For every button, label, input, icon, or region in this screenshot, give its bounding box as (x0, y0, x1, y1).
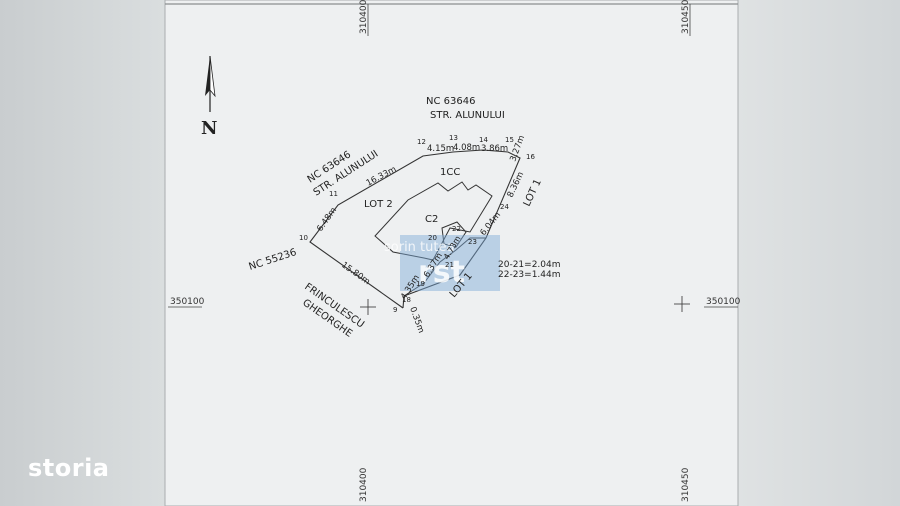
grid-cross-right (674, 296, 690, 312)
point-15: 15 (505, 136, 514, 144)
point-13: 13 (449, 134, 458, 142)
lot2-label: LOT 2 (364, 199, 393, 210)
distance-13-14: 4.08m (453, 143, 480, 153)
point-14: 14 (479, 136, 488, 144)
grid-x-label-top-right: 310450 (681, 0, 691, 34)
point-20: 20 (428, 234, 437, 242)
north-label: N (201, 118, 217, 139)
neighbor-top-street: STR. ALUNULUI (430, 110, 505, 121)
note-22-23: 22-23=1.44m (498, 270, 561, 280)
point-12: 12 (417, 138, 426, 146)
division-line (403, 237, 486, 297)
point-24: 24 (500, 203, 509, 211)
point-21: 21 (445, 261, 454, 269)
grid-x-label-bottom-right: 310450 (681, 467, 691, 502)
point-18: 18 (402, 296, 411, 304)
brand-logo[interactable]: storia (28, 454, 110, 482)
grid-cross-left (360, 299, 376, 315)
grid-y-label-left: 350100 (170, 297, 205, 307)
neighbor-top-nc: NC 63646 (426, 96, 475, 107)
point-23: 23 (468, 238, 477, 246)
point-11: 11 (329, 190, 338, 198)
parcel-boundary (309, 149, 521, 309)
distance-12-13: 4.15m (427, 144, 454, 154)
note-20-21: 20-21=2.04m (498, 260, 561, 270)
grid-x-label-bottom-left: 310400 (359, 467, 369, 502)
building-c2 (441, 221, 467, 248)
building-1cc-label: 1CC (440, 167, 460, 178)
point-16: 16 (526, 153, 535, 161)
building-c2-label: C2 (425, 214, 438, 225)
building-1cc (374, 181, 493, 261)
grid-x-label-top-left: 310400 (359, 0, 369, 34)
watermark-logo-box (400, 235, 500, 291)
point-22: 22 (452, 225, 461, 233)
point-10: 10 (299, 234, 308, 242)
watermark-text: sorin tutea (384, 240, 454, 255)
distance-14-15: 3.86m (481, 144, 508, 154)
point-9: 9 (393, 306, 397, 314)
background-right-area (738, 0, 900, 506)
watermark-logo-text: rst (418, 255, 465, 290)
point-19: 19 (416, 280, 425, 288)
background-left-area (0, 0, 165, 506)
grid-y-label-right: 350100 (706, 297, 741, 307)
north-arrow-icon (205, 55, 216, 112)
